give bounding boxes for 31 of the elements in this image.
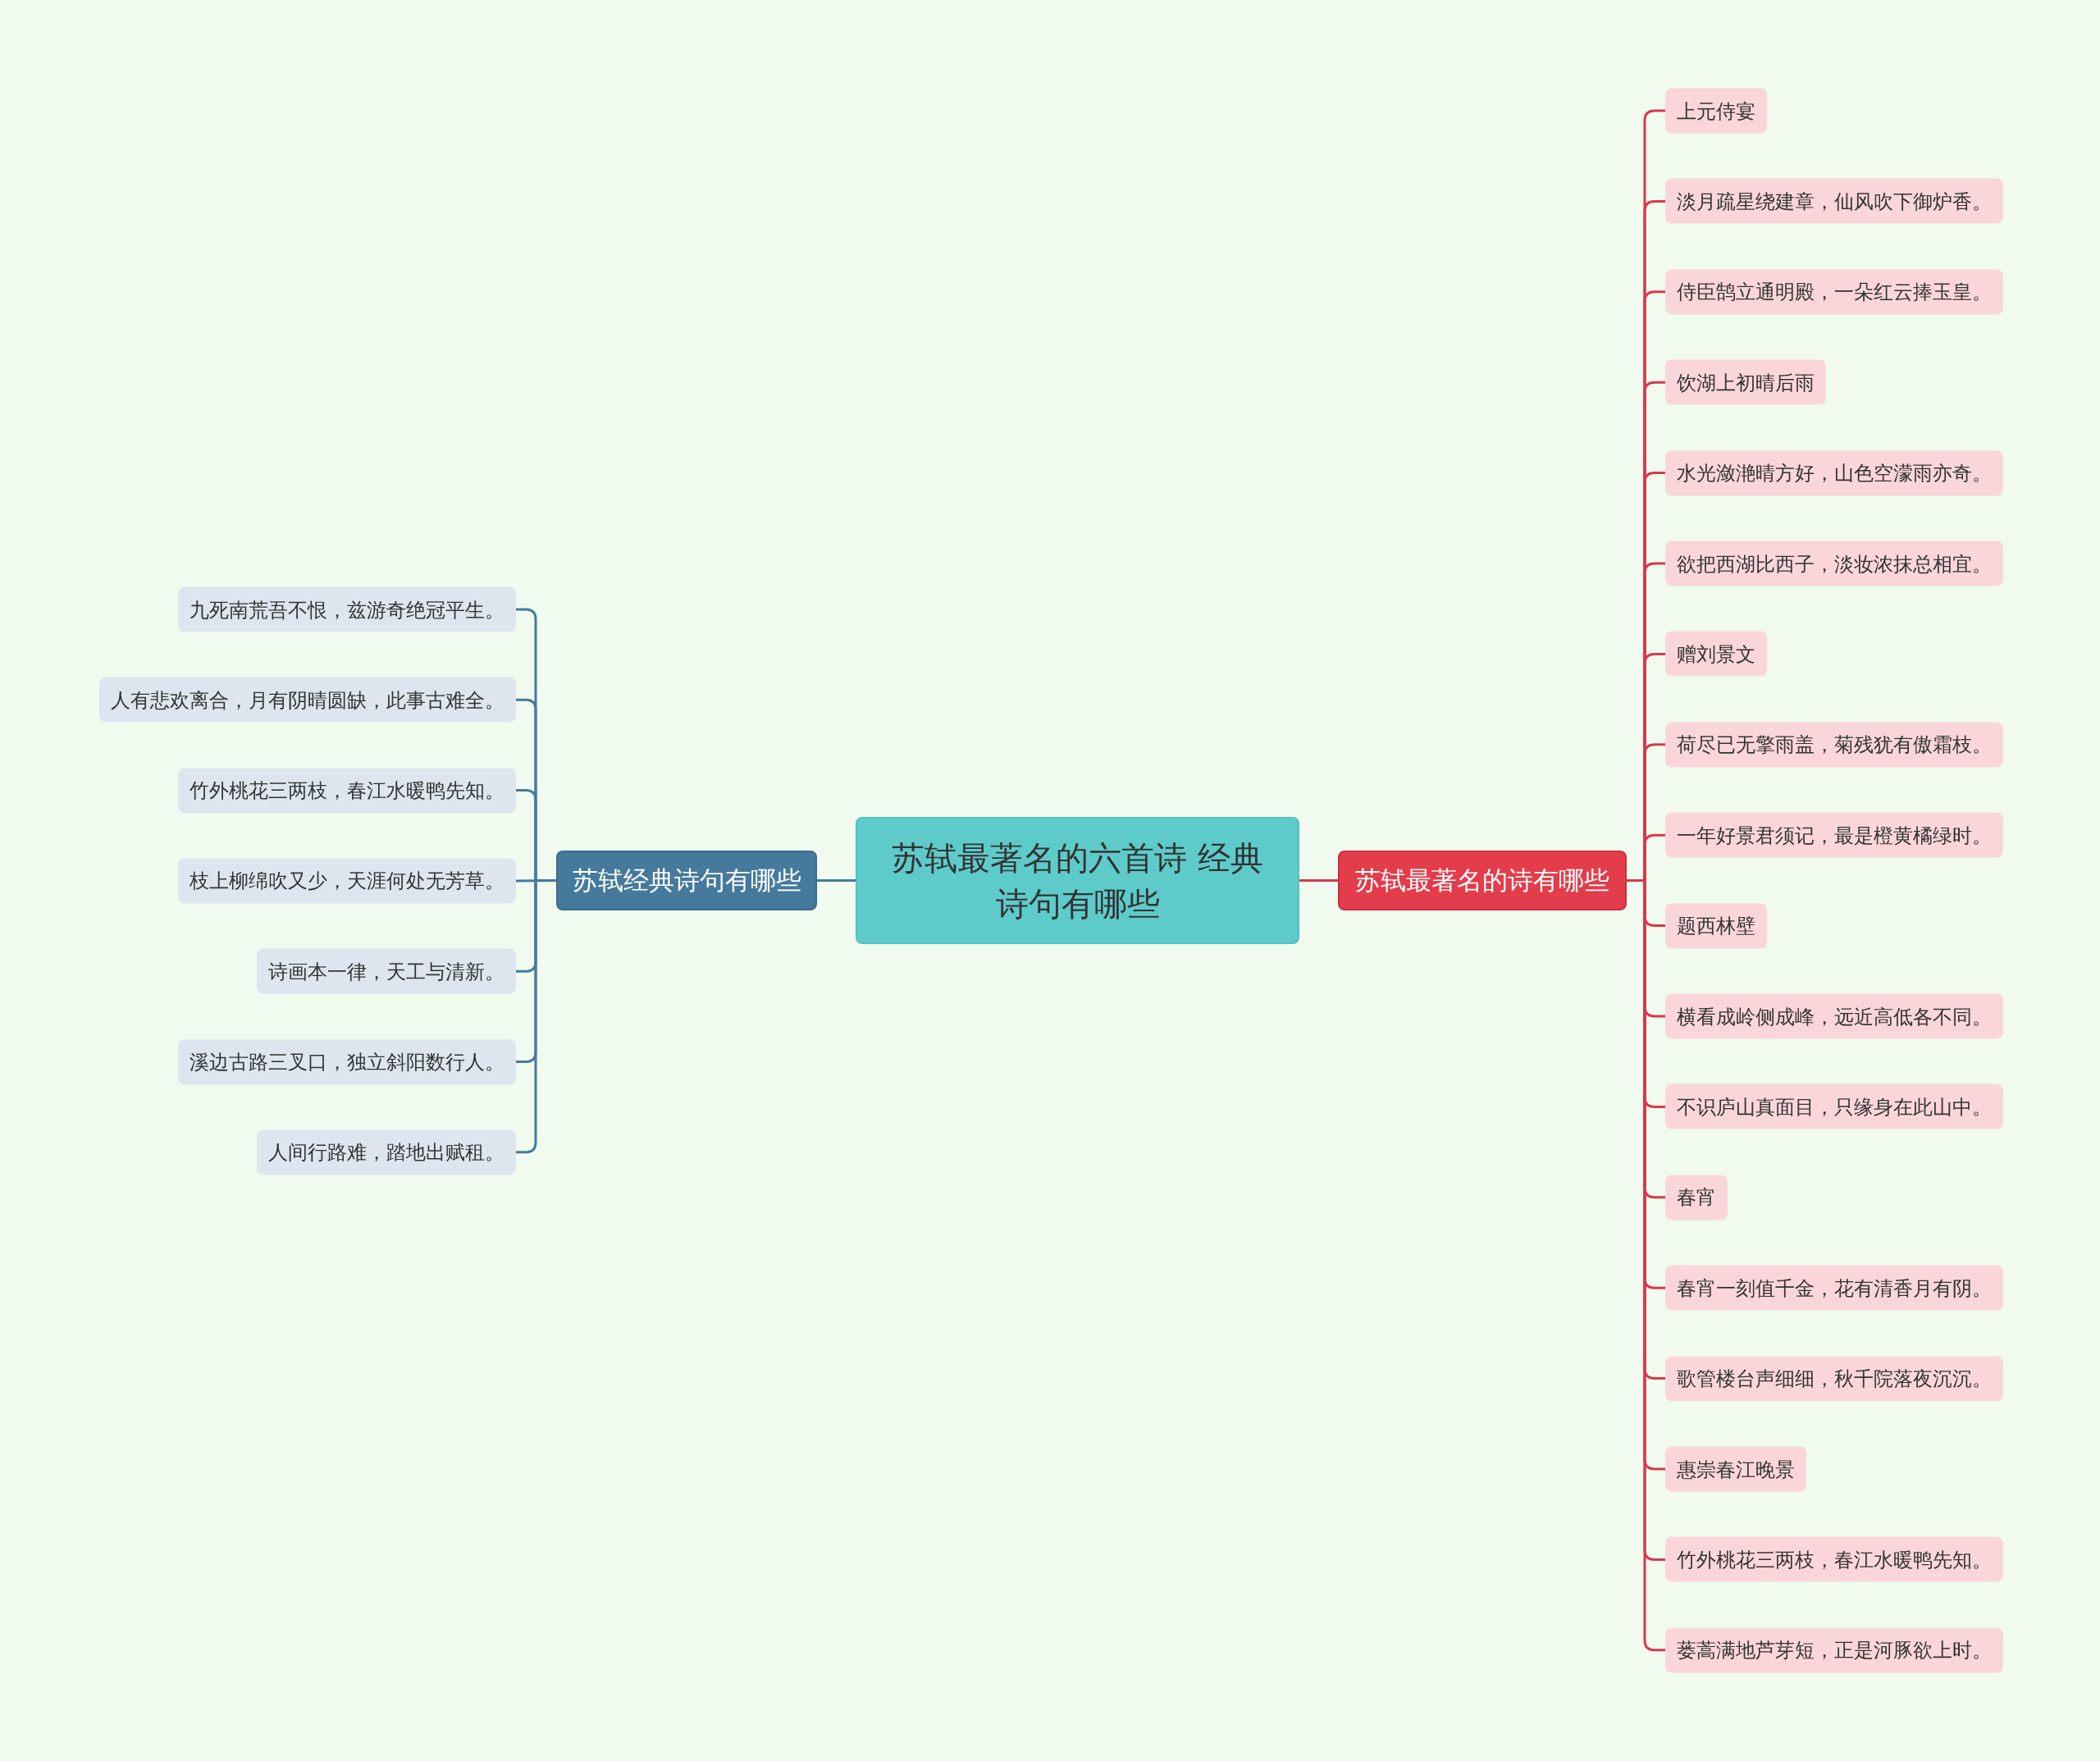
central-topic-box: 苏轼最著名的六首诗 经典诗句有哪些: [856, 817, 1299, 944]
subtopic-box: 不识庐山真面目，只缘身在此山中。: [1665, 1084, 2003, 1129]
subtopic-box: 枝上柳绵吹又少，天涯何处无芳草。: [178, 858, 516, 904]
subtopic-box: 春宵一刻值千金，花有清香月有阴。: [1665, 1265, 2003, 1311]
subtopic-box: 人间行路难，踏地出赋租。: [257, 1129, 516, 1175]
connector-line: [817, 879, 856, 882]
subtopic-box: 侍臣鹄立通明殿，一朵红云捧玉皇。: [1665, 269, 2003, 315]
subtopic-box: 竹外桃花三两枝，春江水暖鸭先知。: [1665, 1536, 2003, 1582]
subtopic-box: 淡月疏星绕建章，仙风吹下御炉香。: [1665, 178, 2003, 224]
subtopic-box: 荷尽已无擎雨盖，菊残犹有傲霜枝。: [1665, 722, 2003, 768]
subtopic-box: 欲把西湖比西子，淡妆浓抹总相宜。: [1665, 541, 2003, 586]
subtopic-box: 横看成岭侧成峰，远近高低各不同。: [1665, 993, 2003, 1039]
subtopic-box: 水光潋滟晴方好，山色空濛雨亦奇。: [1665, 450, 2003, 496]
subtopic-box: 歌管楼台声细细，秋千院落夜沉沉。: [1665, 1356, 2003, 1402]
subtopic-box: 竹外桃花三两枝，春江水暖鸭先知。: [178, 768, 516, 814]
branch-topic-box: 苏轼最著名的诗有哪些: [1338, 851, 1627, 910]
connector-line: [1299, 879, 1338, 882]
subtopic-box: 题西林壁: [1665, 903, 1767, 949]
subtopic-box: 人有悲欢离合，月有阴晴圆缺，此事古难全。: [99, 677, 516, 723]
subtopic-box: 九死南荒吾不恨，兹游奇绝冠平生。: [178, 586, 516, 632]
subtopic-box: 上元侍宴: [1665, 88, 1767, 134]
subtopic-box: 饮湖上初晴后雨: [1665, 359, 1826, 405]
subtopic-box: 春宵: [1665, 1175, 1728, 1220]
subtopic-box: 诗画本一律，天工与清新。: [257, 948, 516, 994]
subtopic-box: 一年好景君须记，最是橙黄橘绿时。: [1665, 812, 2003, 858]
subtopic-box: 蒌蒿满地芦芽短，正是河豚欲上时。: [1665, 1627, 2003, 1673]
connector-line: [516, 879, 556, 1154]
subtopic-box: 赠刘景文: [1665, 631, 1767, 677]
subtopic-box: 溪边古路三叉口，独立斜阳数行人。: [178, 1039, 516, 1084]
subtopic-box: 惠崇春江晚景: [1665, 1446, 1806, 1492]
branch-topic-box: 苏轼经典诗句有哪些: [556, 851, 817, 910]
